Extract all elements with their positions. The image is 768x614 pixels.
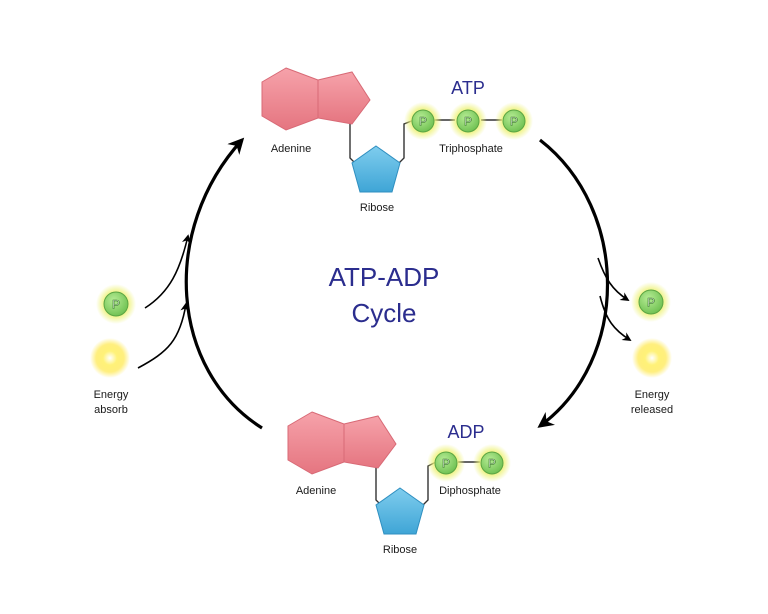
phosphate-symbol: P — [647, 296, 655, 310]
release-arrow-phosphate — [597, 257, 630, 301]
cycle-arrow-right — [537, 138, 610, 428]
absorb-label-line1: Energy — [94, 389, 129, 401]
absorb-label-line2: absorb — [94, 404, 128, 416]
released-phosphate: P — [631, 282, 671, 322]
phosphate-symbol: P — [464, 115, 472, 129]
adp-phosphate-2: P — [473, 444, 511, 482]
adp-title: ADP — [447, 422, 484, 442]
adp-adenine-label: Adenine — [296, 485, 336, 497]
absorb-energy-sun-icon — [90, 338, 130, 378]
phosphate-symbol: P — [510, 115, 518, 129]
atp-title: ATP — [451, 78, 485, 98]
atp-phosphate-2: P — [449, 102, 487, 140]
adp-phosphate-1: P — [427, 444, 465, 482]
atp-adenine-icon — [261, 67, 371, 131]
release-arrow-energy — [599, 295, 632, 341]
adp-adenine-icon — [287, 411, 397, 475]
atp-phosphate-label: Triphosphate — [439, 143, 503, 155]
atp-phosphate-1: P — [404, 102, 442, 140]
released-energy-sun-icon — [632, 338, 672, 378]
atp-ribose-icon — [351, 145, 401, 193]
atp-adenine-label: Adenine — [271, 143, 311, 155]
absorb-arrow-energy — [137, 302, 190, 369]
adp-adenine-ribose-bond — [375, 462, 383, 507]
phosphate-symbol: P — [442, 457, 450, 471]
adp-ribose-label: Ribose — [383, 544, 417, 556]
phosphate-symbol: P — [488, 457, 496, 471]
cycle-title-line1: ATP-ADP — [329, 262, 440, 292]
released-label-line1: Energy — [635, 389, 670, 401]
released-label-line2: released — [631, 404, 673, 416]
adp-molecule: P P ADP Adenine Diphosphate Ribose — [287, 411, 511, 556]
phosphate-symbol: P — [112, 298, 120, 312]
cycle-arrow-left — [184, 137, 263, 430]
adp-ribose-icon — [375, 487, 425, 535]
cycle-title-line2: Cycle — [351, 298, 416, 328]
atp-molecule: P P P ATP Adenine Triphosphate Ribose — [261, 67, 533, 214]
adp-phosphate-label: Diphosphate — [439, 485, 501, 497]
absorb-arrow-phosphate — [144, 234, 191, 309]
phosphate-symbol: P — [419, 115, 427, 129]
atp-ribose-label: Ribose — [360, 202, 394, 214]
atp-adenine-ribose-bond — [349, 120, 357, 165]
atp-phosphate-3: P — [495, 102, 533, 140]
absorb-phosphate: P — [96, 284, 136, 324]
